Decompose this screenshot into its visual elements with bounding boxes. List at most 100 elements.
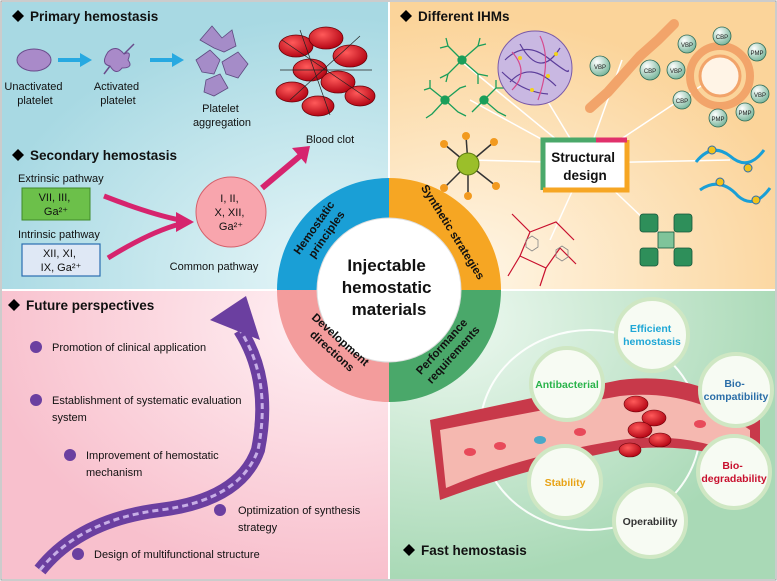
liposome-bead-label: PMP	[738, 111, 751, 117]
activated-platelet-icon	[104, 48, 131, 72]
future-perspectives-title: Future perspectives	[26, 298, 154, 313]
crosslinked-network-icon	[507, 213, 577, 287]
future-perspectives-section: Future perspectives Promotion of clinica…	[8, 296, 361, 575]
nanoparticle-icon	[440, 132, 500, 200]
intrinsic-arrow-icon	[106, 221, 181, 261]
platelet-aggregation-label-line2: aggregation	[193, 117, 251, 129]
peptide-chain-icon: VBP CBP	[585, 19, 679, 113]
perspective-item: Optimization of synthesis strategy	[214, 504, 361, 534]
title-bullet-icon	[12, 149, 24, 161]
unactivated-platelet-label-line2: platelet	[17, 95, 52, 107]
liposome-bead-label: VBP	[670, 69, 682, 75]
svg-text:VII, III, Ga²⁺: VII, III, Ga²⁺	[39, 192, 74, 218]
property-label: Bio-	[724, 378, 745, 390]
property-label: Stability	[545, 477, 586, 489]
fast-hemostasis-title: Fast hemostasis	[421, 543, 527, 558]
svg-text:Injectable hemostatic: Injectable hemostatic materials	[342, 256, 436, 319]
dendrimer-icon	[423, 37, 507, 119]
liposome-bead-label: CBP	[716, 35, 728, 41]
ring-segment-synthetic-strategies	[389, 178, 501, 290]
perspective-item: Design of multifunctional structure	[72, 548, 260, 561]
extrinsic-factors-box	[21, 187, 91, 221]
globe-icon	[64, 449, 76, 461]
property-label: Bio-	[722, 460, 743, 472]
liposome-bead-label: VBP	[754, 93, 766, 99]
perspective-item: Promotion of clinical application	[30, 341, 206, 354]
blood-clot-icon	[275, 26, 376, 117]
svg-text:I, II, X, XII, Ga²: I, II, X, XII, Ga²⁺	[214, 193, 247, 233]
intrinsic-pathway-label: Intrinsic pathway	[18, 229, 100, 241]
ring-segment-hemostatic-principles	[277, 178, 389, 290]
platelet-aggregation-label-line1: Platelet	[202, 103, 239, 115]
extrinsic-pathway-label: Extrinsic pathway	[18, 173, 104, 185]
common-factors-line1: I, II,	[220, 193, 238, 205]
title-bullet-icon	[403, 544, 415, 556]
primary-hemostasis-section: Primary hemostasis Unactiv	[4, 9, 376, 146]
property-label: compatibility	[704, 391, 769, 403]
property-label: degradability	[701, 473, 767, 485]
structural-design-line2: design	[563, 168, 607, 183]
property-circle: Bio- compatibility	[698, 352, 774, 428]
title-bullet-icon	[400, 10, 412, 22]
intrinsic-factors-box	[21, 243, 101, 277]
supramolecular-assembly-icon	[639, 213, 693, 267]
svg-text:Efficient hemostasis: Efficient hemostasis	[623, 323, 681, 348]
polymer-chain-icon	[694, 145, 772, 205]
property-label: hemostasis	[623, 336, 681, 348]
liposome-bead-label: VBP	[681, 43, 693, 49]
perspective-item-label: Optimization of synthesis	[238, 505, 361, 517]
property-circle: Stability	[527, 444, 603, 520]
home-icon	[30, 341, 42, 353]
perspective-item-label: Improvement of hemostatic	[86, 450, 219, 462]
structural-design-box: Structural design	[540, 137, 630, 193]
arrow-right-icon	[58, 53, 92, 67]
arrow-right-icon	[150, 53, 184, 67]
svg-text:Activated platelet: Activated platelet	[94, 81, 142, 107]
property-circle: Efficient hemostasis	[614, 297, 690, 373]
activated-platelet-label-line1: Activated	[94, 81, 139, 93]
perspective-item-label: system	[52, 412, 87, 424]
cloud-icon	[72, 548, 84, 560]
intrinsic-factors-line2: IX, Ga²⁺	[41, 262, 82, 274]
primary-hemostasis-title: Primary hemostasis	[30, 9, 158, 24]
property-label: Efficient	[630, 323, 672, 335]
to-blood-clot-arrow-icon	[260, 153, 302, 191]
liposome-bead-label: CBP	[676, 99, 688, 105]
peptide-bead-label: CBP	[644, 69, 656, 75]
common-factors-line2: X, XII,	[214, 207, 244, 219]
peptide-bead-label: VBP	[594, 65, 606, 71]
ring-segment-development-directions	[277, 290, 389, 402]
fast-hemostasis-section: Efficient hemostasis Bio- compatibility …	[403, 297, 774, 559]
svg-text:Bio- compatibility: Bio- compatibility	[704, 378, 769, 403]
secondary-hemostasis-section: Secondary hemostasis Extrinsic pathway V…	[12, 146, 310, 277]
svg-text:Bio- degradability: Bio- degradability	[701, 460, 767, 485]
structural-design-line1: Structural	[551, 150, 615, 165]
title-bullet-icon	[12, 10, 24, 22]
common-factors-circle	[195, 176, 267, 248]
svg-text:XII, XI, IX, Ga²⁺: XII, XI, IX, Ga²⁺	[41, 248, 82, 274]
property-label: Operability	[623, 516, 678, 528]
svg-text:Establishment of systematic ev: Establishment of systematic evaluation s…	[52, 395, 245, 424]
svg-text:Structural design: Structural design	[551, 150, 619, 183]
center-title-line1: Injectable	[347, 256, 425, 275]
nanogel-sphere-icon	[497, 30, 573, 106]
property-label: Antibacterial	[535, 379, 599, 391]
center-title-line2: hemostatic	[342, 278, 432, 297]
svg-text:Unactivated platelet: Unactivated platelet	[4, 81, 65, 107]
blood-clot-label: Blood clot	[306, 134, 354, 146]
perspective-item-label: Design of multifunctional structure	[94, 549, 260, 561]
perspective-item-label: Establishment of systematic evaluation	[52, 395, 242, 407]
extrinsic-factors-line1: VII, III,	[39, 192, 71, 204]
center-title-line3: materials	[352, 300, 427, 319]
toolbox-icon	[30, 394, 42, 406]
perspective-item: Improvement of hemostatic mechanism	[64, 449, 219, 479]
center-circle	[316, 217, 462, 363]
unactivated-platelet-icon	[16, 48, 52, 72]
liposome-icon: VBP CBP PMP VBP PMP CBP VBP PMP	[666, 26, 770, 128]
property-circle: Antibacterial	[529, 346, 605, 422]
different-ihms-title: Different IHMs	[418, 9, 510, 24]
platelet-aggregation-icon	[195, 25, 249, 97]
title-bullet-icon	[8, 299, 20, 311]
